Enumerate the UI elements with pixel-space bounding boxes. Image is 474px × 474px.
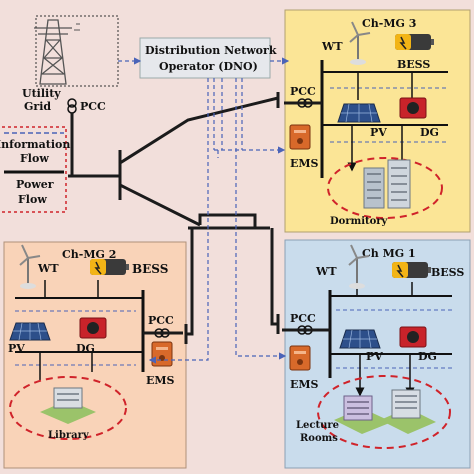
- mg1-lecture-label-line1: Lecture: [296, 420, 339, 431]
- mg2-solar-panel-icon: [9, 322, 51, 341]
- mg1-bess-label: BESS: [431, 266, 464, 279]
- utility-grid-box: [35, 15, 119, 87]
- mg1-wind-turbine-icon: [348, 244, 370, 289]
- mg2-title: Ch-MG 2: [62, 248, 116, 261]
- mg2-load-ellipse: [9, 376, 127, 440]
- mg3-panel: Ch-MG 3 WT BESS PCC: [284, 9, 471, 233]
- mg1-pv-label: PV: [366, 350, 383, 363]
- mg2-wind-turbine-icon: [19, 244, 41, 289]
- mg3-wt-label: WT: [321, 40, 343, 53]
- mg2-wt-label: WT: [37, 262, 59, 275]
- mg1-title: Ch MG 1: [362, 247, 416, 260]
- main-pcc-label: PCC: [80, 100, 106, 113]
- mg3-bess-label: BESS: [397, 58, 430, 71]
- mg2-library-label: Library: [48, 430, 90, 441]
- power-network: [68, 92, 330, 344]
- mg2-library-icon: [40, 387, 96, 424]
- mg3-wind-turbine-icon: [349, 21, 371, 65]
- mg2-ems-icon: [151, 341, 173, 367]
- mg1-pcc-label: PCC: [290, 312, 316, 325]
- utility-grid-label-line1: Utility: [22, 87, 61, 100]
- mg1-solar-panel-icon: [339, 329, 381, 349]
- mg2-pcc-label: PCC: [148, 314, 174, 327]
- mg2-bess-label: BESS: [132, 262, 168, 276]
- mg1-panel: Ch MG 1 WT BESS PCC PV: [284, 239, 471, 469]
- mg1-ems-icon: [289, 345, 311, 371]
- legend: Information Flow Power Flow: [0, 126, 70, 213]
- legend-power-label-line2: Flow: [18, 193, 47, 206]
- mg3-dormitory-icon: [363, 159, 411, 209]
- dno-box: [139, 37, 271, 79]
- mg3-load-ellipse: [327, 157, 443, 219]
- legend-power-label-line1: Power: [16, 178, 54, 191]
- mg2-pv-label: PV: [8, 342, 25, 355]
- mg2-panel: Ch-MG 2 WT BESS PCC PV: [3, 241, 187, 469]
- information-network: [118, 57, 290, 364]
- mg1-dg-label: DG: [418, 350, 437, 363]
- mg3-battery-icon: [395, 34, 434, 50]
- mg1-diesel-generator-icon: [399, 326, 427, 348]
- utility-grid-tower-icon: [34, 19, 80, 85]
- mg3-dormitory-label: Dormitory: [330, 216, 389, 227]
- dno-label-line2: Operator (DNO): [159, 60, 258, 73]
- mg1-ems-label: EMS: [290, 378, 319, 391]
- mg2-ems-label: EMS: [146, 374, 175, 387]
- utility-grid-label-line2: Grid: [24, 100, 51, 113]
- mg1-load-ellipse: [317, 375, 451, 449]
- mg2-dg-label: DG: [76, 342, 95, 355]
- legend-info-label-line2: Flow: [20, 152, 49, 165]
- mg1-lecture-rooms-icon: [334, 389, 436, 434]
- mg3-dg-label: DG: [420, 126, 439, 139]
- mg3-diesel-generator-icon: [399, 97, 427, 119]
- mg3-solar-panel-icon: [337, 103, 381, 123]
- mg1-battery-icon: [392, 262, 431, 278]
- mg3-pcc-label: PCC: [290, 85, 316, 98]
- mg1-wt-label: WT: [315, 265, 337, 278]
- dno-label-line1: Distribution Network: [145, 44, 277, 57]
- mg3-ems-icon: [289, 124, 311, 150]
- legend-info-label-line1: Information: [0, 138, 70, 151]
- mg3-title: Ch-MG 3: [362, 17, 416, 30]
- mg3-pv-label: PV: [370, 126, 387, 139]
- mg2-battery-icon: [90, 259, 129, 275]
- mg3-ems-label: EMS: [290, 157, 319, 170]
- mg1-lecture-label-line2: Rooms: [300, 433, 338, 444]
- mg2-diesel-generator-icon: [79, 317, 107, 339]
